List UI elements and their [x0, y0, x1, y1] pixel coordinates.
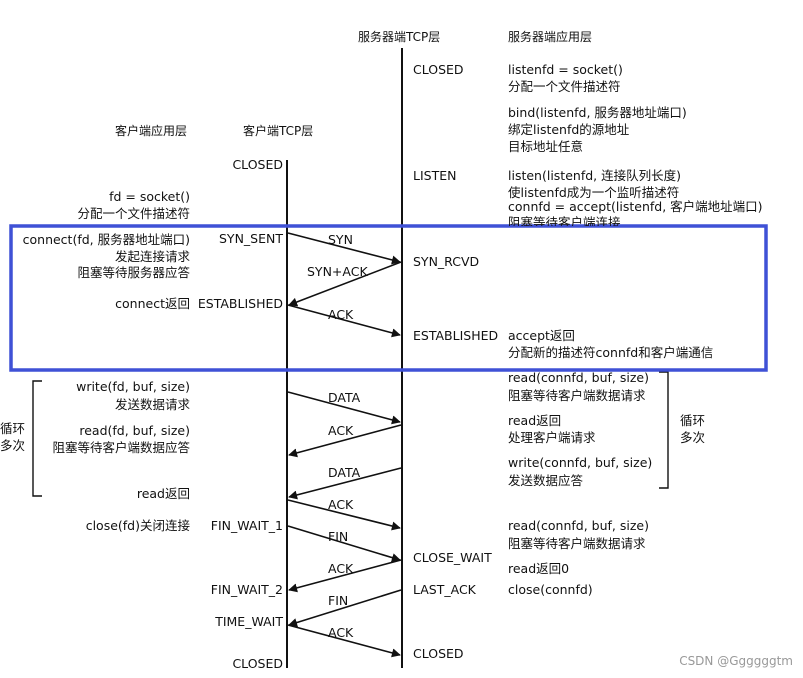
server-app-socket: listenfd = socket()	[508, 62, 623, 77]
client-app-connect-desc: 发起连接请求	[114, 249, 190, 264]
server-state-closed: CLOSED	[413, 62, 464, 77]
server-state-syn-rcvd: SYN_RCVD	[413, 254, 480, 269]
server-app-accept: connfd = accept(listenfd, 客户端地址端口)	[508, 199, 763, 214]
server-app-accept-return: accept返回	[508, 328, 575, 343]
client-app-socket-desc: 分配一个文件描述符	[77, 206, 190, 221]
arrow-ack1	[287, 304, 401, 338]
header-client-app: 客户端应用层	[115, 124, 188, 138]
server-app-bind-desc: 绑定listenfd的源地址	[508, 122, 630, 137]
server-app-socket-desc: 分配一个文件描述符	[508, 79, 621, 94]
segment-label-data-1: DATA	[328, 390, 361, 405]
server-state-established: ESTABLISHED	[413, 328, 499, 343]
client-app-read-desc: 阻塞等待客户端数据应答	[52, 440, 190, 455]
client-loop-bracket	[32, 380, 42, 497]
segment-label-data-2: DATA	[328, 465, 361, 480]
client-state-syn-sent: SYN_SENT	[219, 231, 283, 246]
segment-label-fin-1: FIN	[328, 529, 349, 544]
header-server-tcp: 服务器端TCP层	[358, 30, 441, 44]
header-client-tcp: 客户端TCP层	[243, 124, 314, 138]
client-app-connect-wait: 阻塞等待服务器应答	[77, 265, 190, 280]
server-app-process: 处理客户端请求	[508, 430, 596, 445]
segment-label-ack-5: ACK	[328, 625, 354, 640]
arrow-fin1	[287, 525, 401, 562]
arrow-ack3	[287, 499, 401, 531]
arrow-ack5	[287, 624, 401, 658]
client-app-connect: connect(fd, 服务器地址端口)	[22, 232, 190, 247]
server-app-listen: listen(listenfd, 连接队列长度)	[508, 168, 681, 183]
server-state-listen: LISTEN	[413, 168, 457, 183]
handshake-highlight-box	[9, 224, 768, 372]
server-app-read-2: read(connfd, buf, size)	[508, 518, 649, 533]
segment-label-ack-3: ACK	[328, 497, 354, 512]
server-app-read-desc: 阻塞等待客户端数据请求	[508, 388, 646, 403]
client-state-established: ESTABLISHED	[197, 296, 283, 311]
arrow-ack4	[288, 559, 402, 593]
client-state-fin-wait-2: FIN_WAIT_2	[210, 582, 283, 597]
server-app-bind-desc-2: 目标地址任意	[508, 139, 584, 154]
server-state-closed-end: CLOSED	[413, 646, 464, 661]
segment-label-ack-2: ACK	[328, 423, 354, 438]
segment-label-syn-ack: SYN+ACK	[307, 264, 368, 279]
segment-label-ack-1: ACK	[328, 307, 354, 322]
arrow-data2	[288, 467, 402, 500]
server-app-write-desc: 发送数据应答	[508, 473, 584, 488]
server-app-read: read(connfd, buf, size)	[508, 370, 649, 385]
server-app-close: close(connfd)	[508, 582, 593, 597]
client-app-write: write(fd, buf, size)	[76, 379, 190, 394]
client-app-socket: fd = socket()	[109, 189, 190, 204]
server-app-accept-desc: 阻塞等待客户端连接	[508, 215, 621, 226]
client-state-time-wait: TIME_WAIT	[215, 614, 283, 629]
server-app-write: write(connfd, buf, size)	[508, 455, 653, 470]
header-server-app: 服务器端应用层	[508, 30, 593, 44]
server-app-read-2-desc: 阻塞等待客户端数据请求	[508, 536, 646, 551]
server-app-accept-return-desc: 分配新的描述符connfd和客户端通信	[508, 345, 714, 360]
client-app-read-return: read返回	[136, 486, 190, 501]
arrow-data1	[287, 391, 401, 425]
client-loop-label: 循环 多次	[0, 421, 26, 453]
arrow-fin2	[288, 589, 402, 627]
arrow-syn-ack	[288, 261, 402, 307]
server-app-listen-desc: 使listenfd成为一个监听描述符	[508, 185, 680, 200]
server-loop-label: 循环 多次	[680, 413, 706, 445]
client-app-write-desc: 发送数据请求	[114, 397, 190, 412]
server-app-read-return: read返回	[508, 413, 562, 428]
server-state-close-wait: CLOSE_WAIT	[413, 550, 492, 565]
arrow-ack2	[288, 424, 402, 458]
client-app-connect-return: connect返回	[115, 296, 190, 311]
client-state-closed: CLOSED	[232, 157, 283, 172]
server-loop-bracket	[659, 371, 669, 489]
client-state-fin-wait-1: FIN_WAIT_1	[210, 518, 283, 533]
client-state-closed-end: CLOSED	[232, 656, 283, 671]
segment-label-fin-2: FIN	[328, 593, 349, 608]
client-app-read: read(fd, buf, size)	[79, 423, 190, 438]
watermark: CSDN @Ggggggtm	[679, 654, 793, 668]
server-app-read-return-0: read返回0	[508, 561, 570, 576]
server-app-bind: bind(listenfd, 服务器地址端口)	[508, 105, 687, 120]
segment-label-ack-4: ACK	[328, 561, 354, 576]
arrow-syn	[287, 232, 401, 265]
server-state-last-ack: LAST_ACK	[413, 582, 476, 597]
client-app-close: close(fd)关闭连接	[85, 518, 190, 533]
segment-label-syn: SYN	[328, 232, 353, 247]
